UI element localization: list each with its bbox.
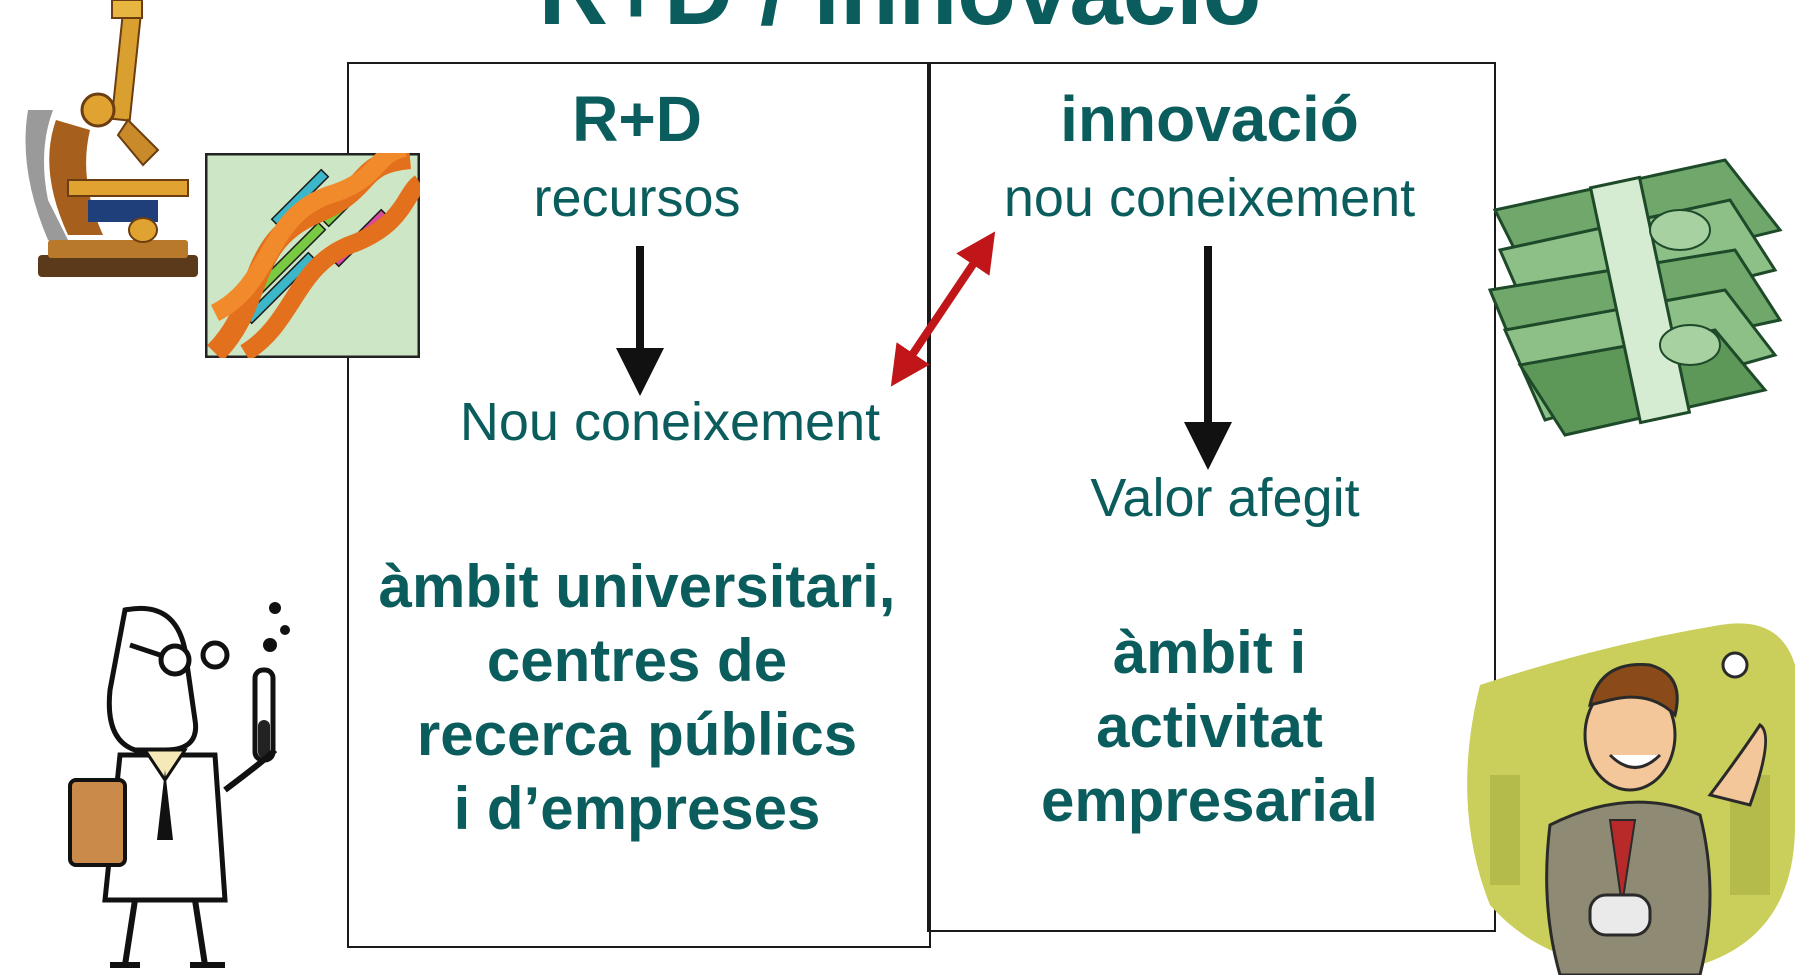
innovation-subheading: nou coneixement [1003, 168, 1416, 228]
rd-scope-line: i d’empreses [453, 775, 821, 842]
rd-scope: àmbit universitari, centres de recerca p… [347, 550, 927, 846]
rd-box [347, 62, 931, 948]
rd-heading: R+D [572, 83, 702, 155]
microscope-icon [25, 0, 198, 277]
innovation-box [927, 62, 1496, 932]
innovation-result: Valor afegit [1090, 468, 1360, 528]
rd-scope-line: centres de [486, 627, 788, 694]
innovation-scope: àmbit i activitat empresarial [927, 616, 1492, 838]
rd-scope-line: recerca públics [416, 701, 858, 768]
innovation-scope-line: activitat [1096, 693, 1323, 760]
rd-result: Nou coneixement [459, 392, 881, 452]
innovation-heading: innovació [1060, 83, 1359, 155]
rd-subheading: recursos [533, 168, 741, 228]
businessman-icon [1467, 623, 1795, 975]
knowledge-link-arrow [890, 231, 996, 387]
money-stack-icon [1487, 158, 1783, 437]
page-title: R+D / innovació [0, 0, 1800, 40]
dna-helix-icon [205, 153, 420, 358]
innovation-scope-line: àmbit i [1112, 619, 1307, 686]
innovation-scope-line: empresarial [1041, 767, 1378, 834]
scientist-icon [68, 602, 290, 968]
rd-scope-line: àmbit universitari, [378, 553, 896, 620]
